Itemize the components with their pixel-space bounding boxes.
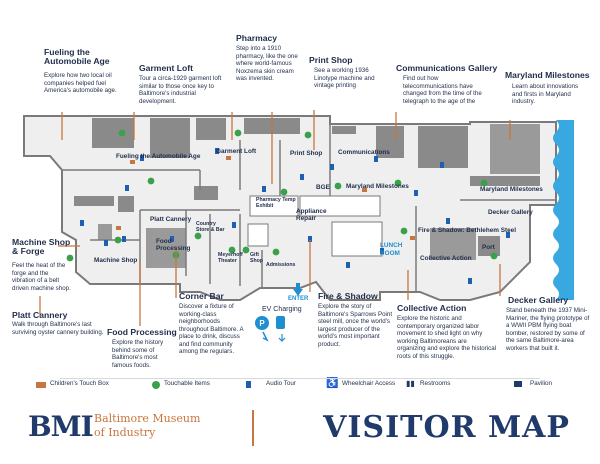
room-fire: Fire & Shadow: Bethlehem Steel (418, 227, 517, 234)
callout-corner-title: Corner Bar (179, 291, 224, 301)
touch-box-icon (36, 382, 46, 388)
floor-plan: P (23, 110, 574, 342)
callout-garment-desc: Tour a circa-1929 garment loft similar t… (139, 75, 222, 105)
room-food: Food Processing (156, 238, 191, 253)
footer-divider (252, 410, 254, 446)
touchable-icon (152, 381, 160, 389)
callout-machine-desc: Feel the heat of the forge and the vibra… (12, 262, 71, 292)
room-meyerhoff: Meyerhoff Theater (218, 252, 243, 264)
callout-cannery-desc: Walk through Baltimore's last surviving … (12, 321, 104, 336)
callout-collective-title: Collective Action (397, 303, 467, 313)
room-md-milestones-1: Maryland Milestones (346, 183, 409, 190)
room-pharmacy: Pharmacy Temp Exhibit (256, 197, 296, 209)
callout-maryland-title: Maryland Milestones (505, 70, 590, 80)
bmi-logo: BMI (28, 410, 94, 443)
room-lunch: LUNCH ROOM (380, 242, 403, 257)
legend-touchable: Touchable Items (164, 380, 210, 387)
callout-collective-desc: Explore the historic and contemporary or… (397, 315, 497, 360)
legend: Children's Touch Box Touchable Items Aud… (0, 378, 600, 396)
legend-restrooms: Restrooms (420, 380, 451, 387)
legend-wheelchair: Wheelchair Access (342, 380, 396, 387)
callout-communications-title: Communications Gallery (396, 63, 498, 73)
callout-garment-title: Garment Loft (139, 63, 193, 73)
callout-pharmacy-desc: Step into a 1910 pharmacy, like the one … (236, 45, 298, 83)
room-admissions: Admissions (266, 262, 296, 268)
room-gift: Gift Shop (250, 252, 263, 264)
callout-fueling-desc: Explore how two local oil companies help… (44, 72, 117, 95)
ev-charging-icon (255, 316, 269, 330)
room-country-store: Country Store & Bar (196, 221, 225, 233)
audio-icon (246, 381, 251, 388)
room-garment: Garment Loft (216, 148, 257, 155)
divider (60, 378, 540, 379)
room-communications: Communications (338, 149, 390, 156)
callout-fire-desc: Explore the story of Baltimore's Sparrow… (318, 303, 393, 348)
callout-pharmacy-title: Pharmacy (236, 33, 278, 43)
room-decker: Decker Gallery (488, 209, 533, 216)
callout-corner-desc: Discover a fixture of working-class neig… (179, 303, 244, 356)
enter-label[interactable]: ENTER (288, 296, 309, 302)
callout-food-title: Food Processing (107, 327, 177, 337)
room-machine: Machine Shop (94, 257, 138, 264)
callout-decker-desc: Stand beneath the 1937 Mini-Mariner, the… (506, 307, 590, 352)
harbor-water (553, 120, 574, 300)
room-cannery: Platt Cannery (150, 216, 192, 223)
restrooms-icon: ▮▮ (406, 379, 415, 388)
room-print: Print Shop (290, 150, 323, 157)
entrance-arrow (293, 283, 303, 296)
legend-pavilion: Pavilion (530, 380, 553, 387)
callout-fueling-title: Fueling the Automobile Age (44, 47, 110, 67)
callout-decker-title: Decker Gallery (508, 295, 569, 305)
pavilion-icon (514, 381, 522, 387)
callout-cannery-title: Platt Cannery (12, 310, 68, 320)
room-appliance: Appliance Repair (296, 208, 327, 223)
svg-text:P: P (259, 319, 265, 328)
room-bge: BGE (316, 184, 330, 191)
brand-line-2: of Industry (94, 426, 156, 439)
callout-machine-title: Machine Shop & Forge (12, 237, 71, 257)
brand-line-1: Baltimore Museum (94, 412, 201, 425)
callout-maryland-desc: Learn about innovations and firsts in Ma… (512, 83, 579, 106)
wheelchair-icon: ♿ (326, 378, 339, 389)
legend-audio: Audio Tour (266, 380, 296, 387)
callout-print-title: Print Shop (309, 55, 353, 65)
ev-plug-icon (276, 316, 285, 329)
room-fueling: Fueling the Automobile Age (116, 153, 201, 160)
page-title: VISITOR MAP (323, 410, 570, 445)
callout-communications-desc: Find out how telecommunications have cha… (403, 75, 482, 105)
room-collective: Collective Action (420, 255, 472, 262)
room-port: Port (482, 244, 495, 251)
ev-charging-label: EV Charging (262, 306, 302, 313)
room-md-milestones-2: Maryland Milestones (480, 186, 543, 193)
callout-food-desc: Explore the history behind some of Balti… (112, 339, 164, 369)
callout-fire-title: Fire & Shadow (318, 291, 378, 301)
legend-touch-box: Children's Touch Box (50, 380, 109, 387)
footer: BMI Baltimore Museum of Industry VISITOR… (18, 402, 582, 454)
callout-print-desc: See a working 1936 Linotype machine and … (314, 67, 375, 90)
